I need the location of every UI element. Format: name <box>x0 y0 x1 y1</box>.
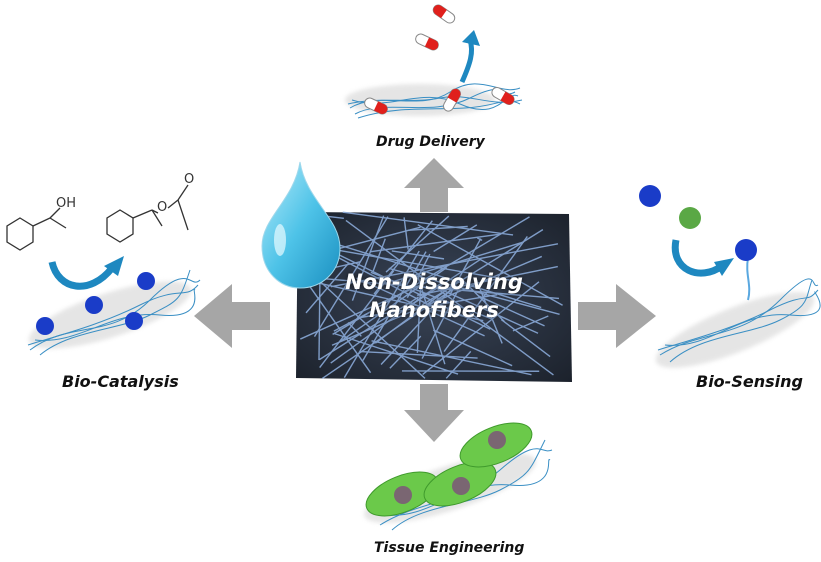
fiber-strand <box>403 217 409 250</box>
fiber-strand <box>388 267 560 316</box>
fiber-strand <box>434 285 539 334</box>
fiber-strand <box>313 216 389 337</box>
fiber-strand <box>362 251 427 361</box>
enzyme-icon <box>639 185 661 207</box>
fiber-strand <box>391 250 445 260</box>
arrow-down-icon <box>404 384 464 442</box>
drug-delivery-scaffold <box>345 4 523 119</box>
label-bio-catalysis: Bio-Catalysis <box>62 372 179 391</box>
fiber-strand <box>311 273 426 379</box>
capsule-icon <box>432 4 456 24</box>
fiber-strand <box>417 265 558 296</box>
fiber-strand <box>500 319 551 358</box>
fiber-strand <box>330 243 559 288</box>
fiber-strand <box>417 224 563 306</box>
center-title-line1: Non-Dissolving <box>345 270 523 294</box>
fiber-strand <box>369 233 501 253</box>
fiber-strand <box>333 309 374 332</box>
hydroxyl-label: OH <box>56 196 77 211</box>
fiber-strand <box>330 282 443 364</box>
nanofiber-image <box>296 211 572 382</box>
fiber-strand <box>300 281 429 340</box>
fiber-strand <box>320 238 542 309</box>
enzyme-icon <box>137 272 155 290</box>
fiber-strand <box>373 220 433 295</box>
product-structure <box>106 184 189 243</box>
fiber-strand <box>307 276 560 300</box>
fiber-strand <box>389 335 422 369</box>
fiber-strand <box>380 277 462 365</box>
bio-sensing-scaffold <box>639 185 821 368</box>
label-drug-delivery: Drug Delivery <box>376 134 485 150</box>
label-bio-sensing: Bio-Sensing <box>696 372 803 391</box>
cell-icon <box>423 461 497 507</box>
fiber-strand <box>331 255 543 346</box>
capsule-icon <box>415 33 439 51</box>
enzyme-icon <box>125 312 143 330</box>
enzyme-icon <box>735 239 757 261</box>
water-droplet-icon <box>261 161 341 289</box>
fiber-strand <box>299 272 372 374</box>
cell-icon <box>365 471 439 517</box>
fiber-strand <box>476 237 483 241</box>
fiber-strand <box>345 219 554 376</box>
fiber-strand <box>477 295 545 327</box>
curved-arrow-icon <box>671 239 725 277</box>
capsule-icon <box>491 87 515 105</box>
fiber-strand <box>310 280 484 322</box>
reactant-structure <box>6 207 67 251</box>
fiber-strand <box>433 329 513 367</box>
center-title-line2: Nanofibers <box>369 298 499 322</box>
arrow-right-icon <box>578 284 656 348</box>
fiber-strand <box>416 285 422 353</box>
enzyme-icon <box>36 317 54 335</box>
enzyme-icon <box>679 207 701 229</box>
fiber-strand <box>342 211 514 236</box>
ester-oxygen-label: O <box>157 200 168 215</box>
fiber-strand <box>360 293 498 319</box>
cell-icon <box>459 422 533 468</box>
fiber-strand <box>445 350 472 379</box>
fiber-strand <box>512 315 549 332</box>
fiber-strand <box>351 215 385 301</box>
fiber-strand <box>416 275 446 365</box>
center-title: Non-Dissolving Nanofibers <box>300 268 568 324</box>
fiber-strand <box>370 271 494 321</box>
capsule-icon <box>364 97 388 115</box>
label-tissue-engineering: Tissue Engineering <box>374 540 525 556</box>
fiber-strand <box>334 332 459 375</box>
tissue-engineering-scaffold <box>364 422 553 531</box>
fiber-strand <box>360 350 478 359</box>
fiber-strand <box>321 246 517 282</box>
fiber-strand <box>372 238 386 272</box>
carbonyl-oxygen-label: O <box>184 172 195 187</box>
fiber-strand <box>329 252 432 307</box>
bio-catalysis-scaffold <box>27 256 201 356</box>
curved-arrow-icon <box>459 39 475 84</box>
capsule-icon <box>443 88 461 112</box>
fiber-strand <box>407 225 468 232</box>
fiber-strand <box>347 321 362 337</box>
fiber-strand <box>422 281 540 376</box>
curved-arrow-icon <box>48 260 115 290</box>
arrow-up-icon <box>404 158 464 212</box>
fiber-strand <box>421 229 544 306</box>
enzyme-icon <box>85 296 103 314</box>
fiber-strand <box>318 296 419 361</box>
arrow-left-icon <box>194 284 270 348</box>
